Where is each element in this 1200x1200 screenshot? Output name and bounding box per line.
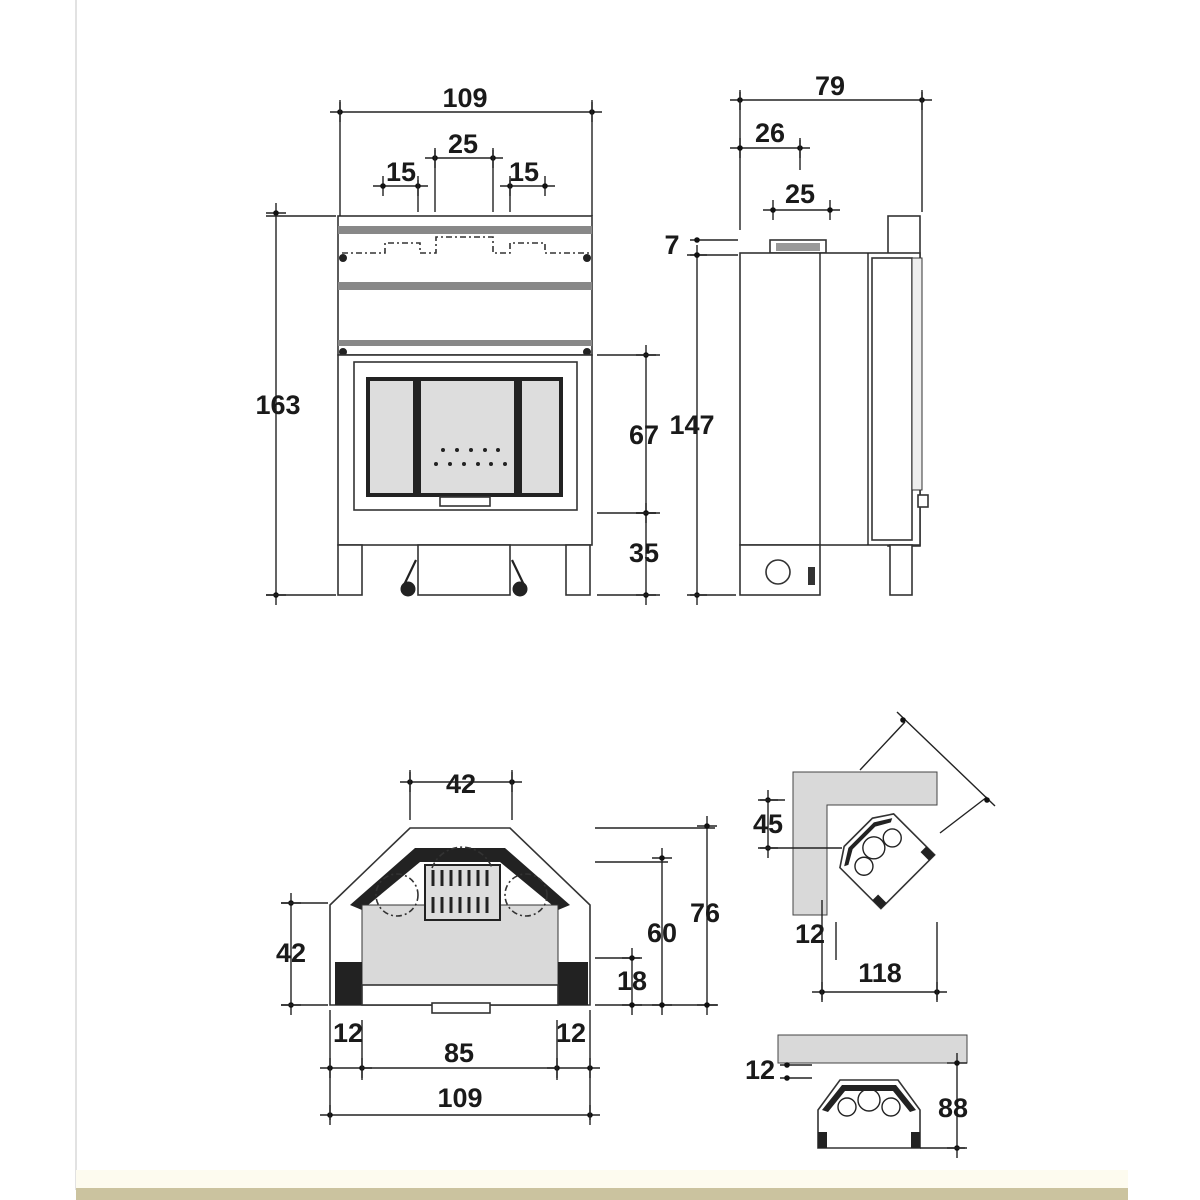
dimension-tick	[704, 1002, 710, 1008]
dimension-tick	[827, 207, 833, 213]
dimension-tick	[273, 210, 279, 216]
bottom-band-fade	[76, 1170, 1128, 1188]
dim-corner-wall-offset: 45	[753, 809, 783, 839]
dimension-tick	[694, 252, 700, 258]
dim-front-flue-right: 15	[509, 157, 539, 187]
dim-side-depth-total: 79	[815, 71, 845, 101]
dim-plan-inner-depth: 60	[647, 918, 677, 948]
dim-front-door-height: 67	[629, 420, 659, 450]
dimension-tick	[659, 1002, 665, 1008]
dim-plan-left-margin: 12	[333, 1018, 363, 1048]
dim-plan-side-depth: 42	[276, 938, 306, 968]
dim-plan-front-offset: 18	[617, 966, 647, 996]
dimension-tick	[784, 1075, 790, 1081]
plan-view	[329, 827, 591, 1014]
dimension-tick	[704, 823, 710, 829]
dimension-tick	[380, 183, 386, 189]
dimension-tick	[770, 207, 776, 213]
dimension-tick	[784, 1062, 790, 1068]
dim-front-height-total: 163	[255, 390, 300, 420]
dim-front-flue-left: 15	[386, 157, 416, 187]
dimension-tick	[984, 797, 990, 803]
dim-corner-gap: 12	[795, 919, 825, 949]
dim-plan-total-width: 109	[437, 1083, 482, 1113]
wall-view	[777, 1034, 968, 1149]
dim-plan-right-margin: 12	[556, 1018, 586, 1048]
dim-wall-gap: 12	[745, 1055, 775, 1085]
dim-plan-inner-width: 85	[444, 1038, 474, 1068]
dim-front-flue-width: 25	[448, 129, 478, 159]
dimension-tick	[629, 1002, 635, 1008]
dim-wall-depth: 88	[938, 1093, 968, 1123]
dim-side-flue-width: 25	[785, 179, 815, 209]
dim-plan-total-depth: 76	[690, 898, 720, 928]
corner-view	[792, 771, 938, 916]
dimension-lines	[266, 90, 996, 1158]
dim-corner-width: 118	[858, 958, 902, 988]
door-handle	[439, 496, 491, 507]
dimension-line	[896, 711, 996, 807]
dim-side-flue-collar: 7	[664, 230, 679, 260]
dimension-line	[859, 721, 906, 771]
front-view	[337, 215, 593, 597]
dimension-tick	[954, 1060, 960, 1066]
dim-plan-top-width: 42	[446, 769, 476, 799]
dimension-tick	[629, 955, 635, 961]
dimension-tick	[900, 717, 906, 723]
dimension-tick	[694, 237, 700, 243]
dimension-tick	[659, 855, 665, 861]
dimension-tick	[737, 145, 743, 151]
dimension-line	[939, 796, 988, 834]
side-view	[739, 215, 929, 596]
bottom-band	[76, 1188, 1128, 1200]
dim-front-width-total: 109	[442, 83, 487, 113]
dim-side-body-height: 147	[669, 410, 714, 440]
dim-front-base-height: 35	[629, 538, 659, 568]
dim-side-flue-offset: 26	[755, 118, 785, 148]
dimension-tick	[542, 183, 548, 189]
